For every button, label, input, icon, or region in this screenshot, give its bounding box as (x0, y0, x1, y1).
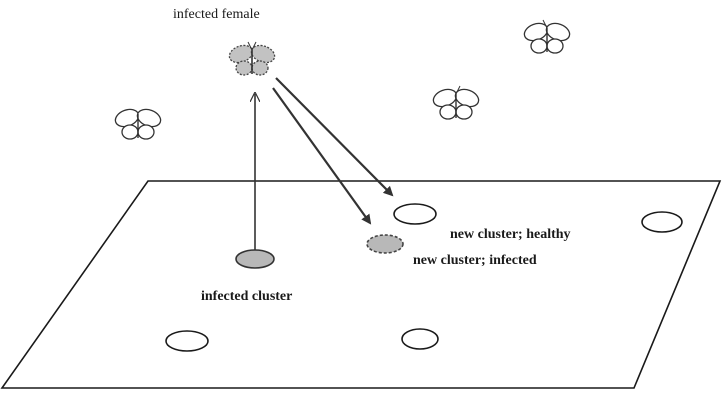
label-infected-female: infected female (173, 7, 260, 22)
cluster-bottom-middle-marker (402, 329, 438, 349)
new-cluster-healthy-marker (394, 204, 436, 224)
new-cluster-infected-marker (367, 235, 403, 253)
label-new-cluster-healthy: new cluster; healthy (450, 227, 571, 242)
infected-cluster-marker (236, 250, 274, 268)
butterfly-middle-icon (431, 86, 481, 119)
arrow-to-healthy-cluster (276, 78, 392, 195)
cluster-right-marker (642, 212, 682, 232)
infected-female-butterfly-icon (227, 42, 277, 75)
label-infected-cluster: infected cluster (201, 289, 292, 304)
butterfly-right-icon (522, 20, 572, 53)
cluster-bottom-left-marker (166, 331, 208, 351)
label-new-cluster-infected: new cluster; infected (413, 253, 537, 268)
butterfly-left-icon (113, 106, 163, 139)
